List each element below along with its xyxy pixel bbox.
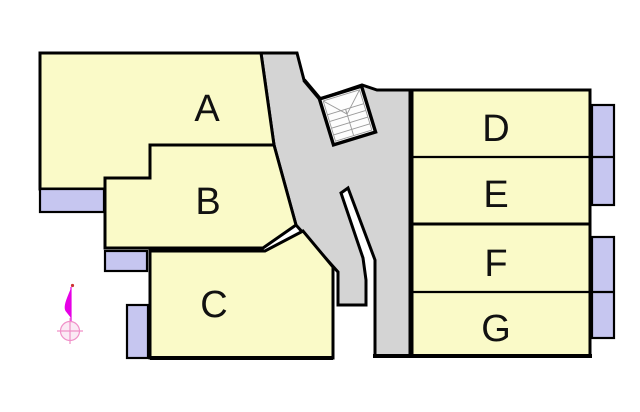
stairwell-icon xyxy=(317,83,378,148)
room-d-label: D xyxy=(482,108,509,150)
balcony-rooms-fg xyxy=(590,235,616,340)
balcony-room-c-left xyxy=(125,303,150,360)
room-c xyxy=(148,229,335,360)
compass-pennant xyxy=(64,288,71,318)
north-arrow-icon xyxy=(57,283,83,344)
balcony-rooms-de xyxy=(590,103,616,207)
balcony-room-a xyxy=(38,187,106,214)
compass-dot xyxy=(70,283,75,288)
room-e-label: E xyxy=(483,174,508,216)
room-a-label: A xyxy=(194,88,220,130)
room-c-label: C xyxy=(200,284,227,326)
room-b-label: B xyxy=(195,181,220,223)
room-b xyxy=(103,143,298,250)
room-g-label: G xyxy=(481,308,511,350)
corridor-stair-wall xyxy=(302,78,322,101)
room-f-label: F xyxy=(484,243,507,285)
balcony-room-b-left xyxy=(103,249,149,273)
